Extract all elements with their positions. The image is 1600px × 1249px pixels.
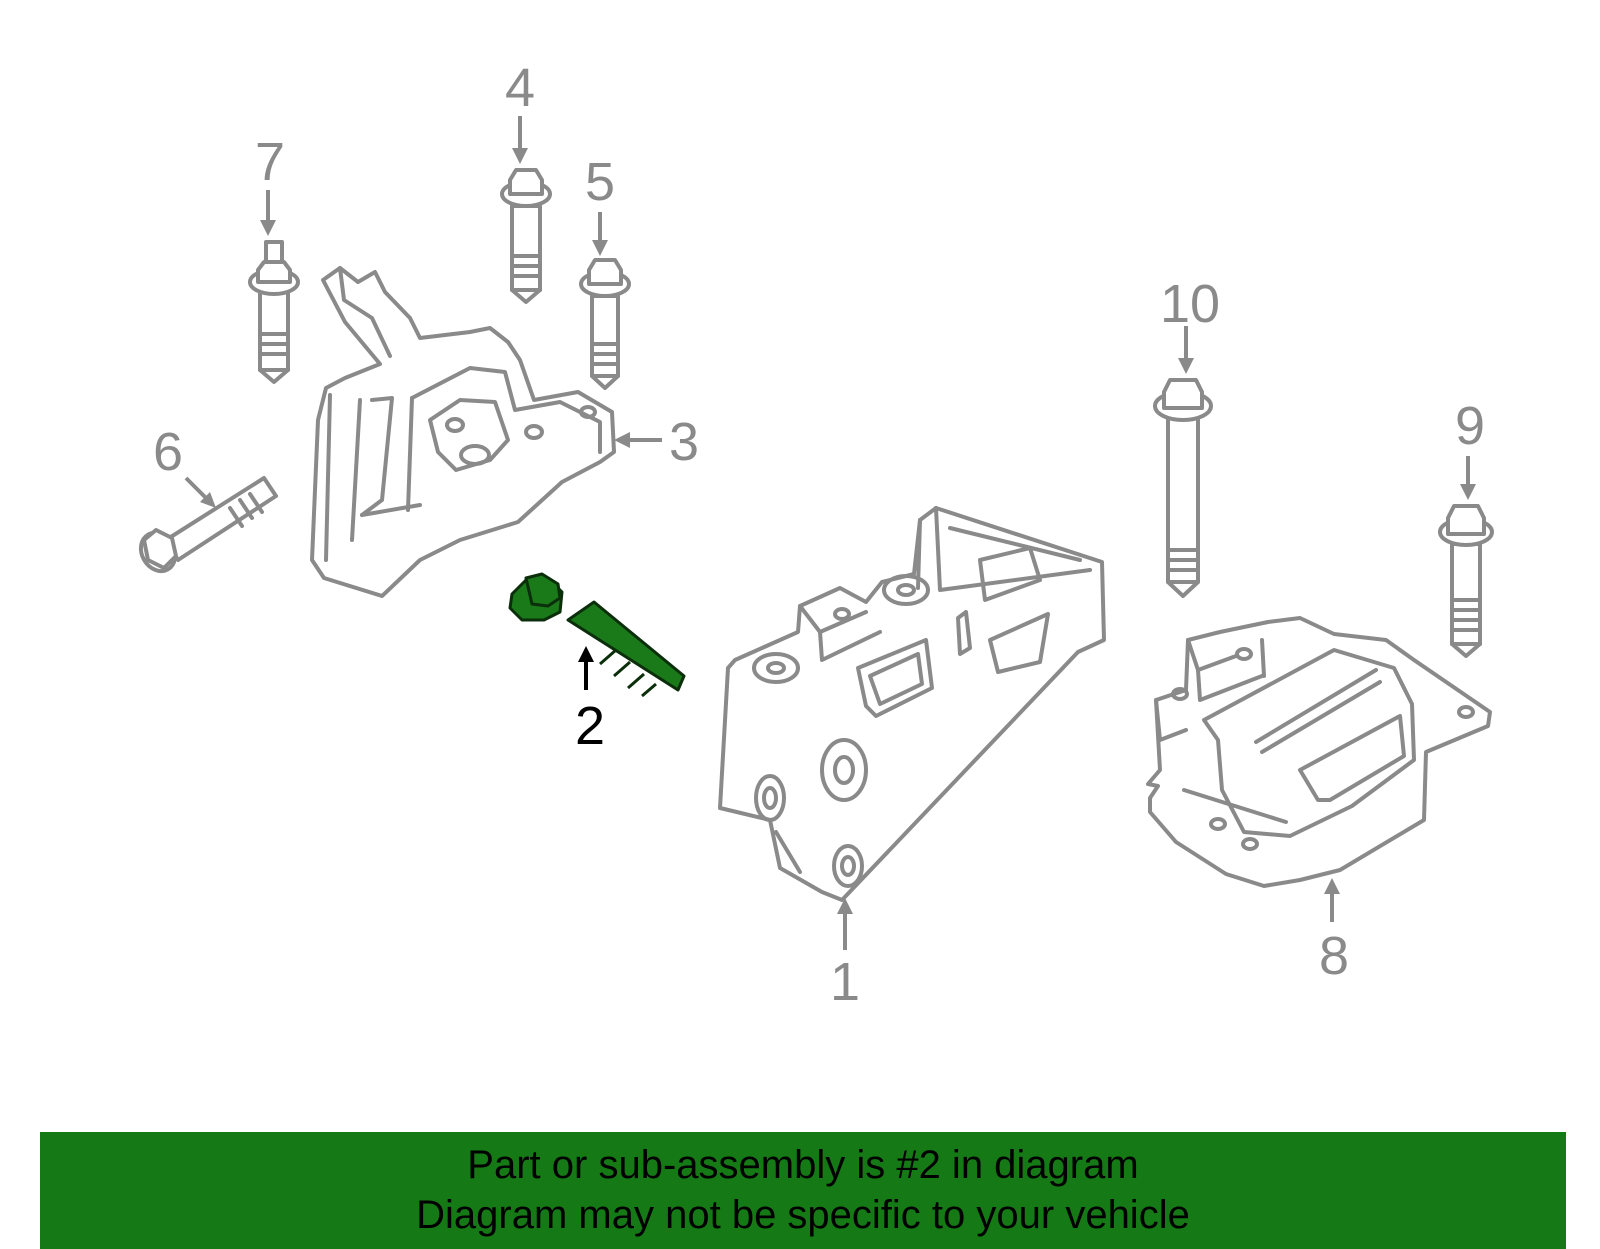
- callout-1: 1: [830, 898, 860, 1012]
- footer-line-1: Part or sub-assembly is #2 in diagram: [467, 1143, 1139, 1187]
- footer-banner: Part or sub-assembly is #2 in diagram Di…: [40, 1132, 1566, 1249]
- part-5-bolt[interactable]: [579, 258, 631, 390]
- footer-line-2: Diagram may not be specific to your vehi…: [416, 1193, 1190, 1237]
- part-3-mount-bracket[interactable]: [310, 266, 616, 598]
- callout-6: 6: [153, 422, 216, 508]
- part-4-bolt[interactable]: [500, 168, 552, 304]
- callout-label-9: 9: [1455, 396, 1485, 456]
- callout-label-3: 3: [669, 412, 699, 472]
- part-8-transmission-mount[interactable]: [1146, 616, 1492, 888]
- callout-label-6: 6: [153, 422, 183, 482]
- callout-10: 10: [1160, 274, 1220, 374]
- callout-3: 3: [614, 412, 699, 472]
- callout-7: 7: [255, 132, 285, 236]
- callout-4: 4: [505, 58, 535, 164]
- callout-label-7: 7: [255, 132, 285, 192]
- callout-label-10: 10: [1160, 274, 1220, 334]
- callout-label-4: 4: [505, 58, 535, 118]
- callout-2: 2: [575, 646, 605, 756]
- part-7-bolt[interactable]: [248, 240, 300, 384]
- callout-9: 9: [1455, 396, 1485, 500]
- part-2-bolt[interactable]: [508, 572, 686, 698]
- part-10-bolt[interactable]: [1153, 378, 1213, 598]
- callout-5: 5: [585, 152, 615, 256]
- callout-label-1: 1: [830, 952, 860, 1012]
- part-9-bolt[interactable]: [1438, 504, 1494, 658]
- part-6-bolt[interactable]: [134, 476, 278, 577]
- callout-8: 8: [1319, 878, 1349, 986]
- callout-label-5: 5: [585, 152, 615, 212]
- callout-label-2: 2: [575, 696, 605, 756]
- callout-label-8: 8: [1319, 926, 1349, 986]
- part-1-support-plate[interactable]: [718, 506, 1106, 902]
